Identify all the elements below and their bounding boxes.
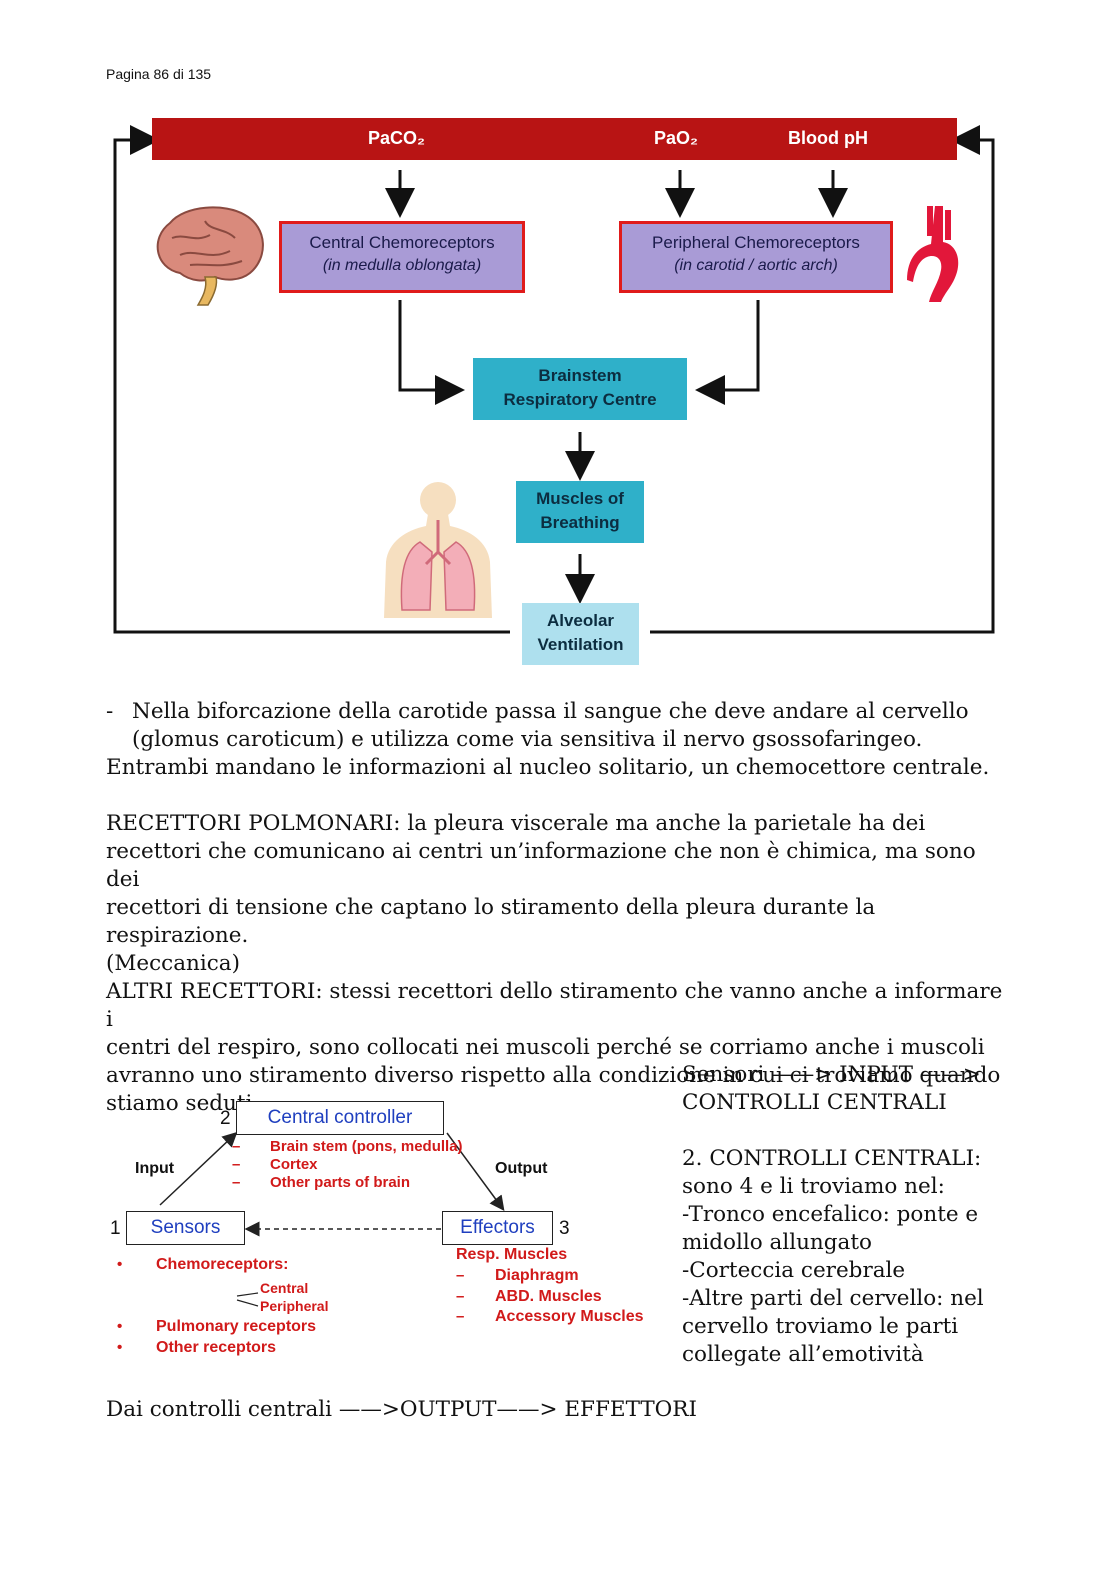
label-paco2: PaCO₂ [368, 128, 426, 148]
sensor-bullet-3: • [117, 1339, 123, 1356]
paragraph-output: Dai controlli centrali ——>OUTPUT——> EFFE… [106, 1397, 697, 1422]
bullet-dash: - [106, 699, 114, 724]
altri-line4: stiamo seduti. [106, 1091, 260, 1116]
paragraph-pulmonary-receptors: RECETTORI POLMONARI: la pleura viscerale… [106, 810, 1006, 1118]
carotid-line2: (glomus caroticum) e utilizza come via s… [132, 727, 923, 752]
arrow-peripheral-to-brainstem [695, 300, 760, 405]
brainstem-line1: Brainstem [538, 366, 622, 385]
cc-item-brainstem: Brain stem (pons, medulla) [270, 1138, 463, 1155]
chemo-peripheral-line [236, 1299, 259, 1307]
feedback-loop-right [650, 125, 995, 634]
effector-diaphragm: Diaphragm [495, 1267, 579, 1284]
alveolar-line1: Alveolar [546, 611, 615, 630]
paragraph-carotid: Nella biforcazione della carotide passa … [132, 698, 1012, 754]
effectors-box: Effectors [442, 1211, 553, 1245]
peripheral-chemo-title: Peripheral Chemoreceptors [652, 233, 860, 252]
alveolar-ventilation-box: Alveolar Ventilation [522, 603, 639, 665]
right-line8: -Altre parti del cervello: nel [682, 1286, 984, 1311]
brainstem-respiratory-centre-box: Brainstem Respiratory Centre [473, 358, 687, 420]
effector-resp-muscles: Resp. Muscles [456, 1246, 568, 1263]
number-1: 1 [110, 1218, 121, 1239]
cc-item-other: Other parts of brain [270, 1174, 411, 1191]
alveolar-line2: Ventilation [537, 635, 624, 654]
right-line10: collegate all’emotività [682, 1342, 924, 1367]
peripheral-chemo-sub: (in carotid / aortic arch) [674, 257, 838, 274]
muscles-of-breathing-box: Muscles of Breathing [516, 481, 644, 543]
altri-line3: avranno uno stiramento diverso rispetto … [106, 1063, 1001, 1088]
altri-line1: ALTRI RECETTORI: stessi recettori dello … [106, 979, 1003, 1032]
cc-dash-2: – [232, 1156, 241, 1173]
label-pao2: PaO₂ [654, 128, 699, 148]
label-blood-ph: Blood pH [788, 128, 868, 148]
right-line9: cervello troviamo le parti [682, 1314, 959, 1339]
sensor-chemoreceptors: Chemoreceptors: [156, 1256, 289, 1273]
output-arrow [446, 1132, 505, 1212]
central-chemo-sub: (in medulla oblongata) [322, 257, 482, 274]
sensor-bullet-2: • [117, 1318, 123, 1335]
right-line4: sono 4 e li troviamo nel: [682, 1174, 945, 1199]
lungs-icon [384, 482, 492, 618]
altri-line2: centri del respiro, sono collocati nei m… [106, 1035, 985, 1060]
brainstem-line2: Respiratory Centre [503, 390, 657, 409]
aortic-arch-icon [907, 206, 959, 302]
polmonari-line3: recettori di tensione che captano lo sti… [106, 895, 876, 948]
right-line6: midollo allungato [682, 1230, 872, 1255]
brain-icon [156, 206, 264, 306]
peripheral-chemoreceptors-box: Peripheral Chemoreceptors (in carotid / … [619, 221, 893, 293]
right-line1: Sensori ——> INPUT ——> [682, 1062, 981, 1087]
central-controller-box: Central controller [236, 1101, 444, 1135]
number-2: 2 [220, 1108, 231, 1129]
effector-accessory: Accessory Muscles [495, 1308, 644, 1325]
polmonari-line4: (Meccanica) [106, 951, 240, 976]
sensor-bullet-1: • [117, 1256, 123, 1273]
central-chemo-title: Central Chemoreceptors [309, 233, 495, 252]
chemo-central: Central [260, 1280, 309, 1296]
sensors-box: Sensors [126, 1211, 245, 1245]
central-chemoreceptors-box: Central Chemoreceptors (in medulla oblon… [279, 221, 525, 293]
page-number: Pagina 86 di 135 [106, 66, 212, 82]
polmonari-line1: RECETTORI POLMONARI: la pleura viscerale… [106, 811, 926, 836]
sensor-other: Other receptors [156, 1339, 277, 1356]
right-column-text: Sensori ——> INPUT ——> CONTROLLI CENTRALI… [682, 1061, 1012, 1369]
chemo-peripheral: Peripheral [260, 1298, 329, 1314]
diagram1-connectors [113, 125, 995, 634]
paragraph-solitary: Entrambi mandano le informazioni al nucl… [106, 755, 990, 780]
diagram2-connectors [159, 1131, 505, 1307]
cc-dash-3: – [232, 1174, 241, 1191]
right-line2: CONTROLLI CENTRALI [682, 1090, 947, 1115]
cc-item-cortex: Cortex [270, 1156, 318, 1173]
blood-gas-bar: PaCO₂ PaO₂ Blood pH [152, 118, 957, 160]
right-line7: -Corteccia cerebrale [682, 1258, 906, 1283]
input-arrow [159, 1131, 238, 1206]
muscles-line1: Muscles of [536, 489, 624, 508]
right-line5: -Tronco encefalico: ponte e [682, 1202, 979, 1227]
cc-dash-1: – [232, 1138, 241, 1155]
arrow-central-to-brainstem [398, 300, 465, 405]
right-line3: 2. CONTROLLI CENTRALI: [682, 1146, 982, 1171]
number-3: 3 [559, 1218, 570, 1239]
output-label: Output [495, 1160, 548, 1177]
effector-dash-1: – [456, 1267, 465, 1284]
muscles-line2: Breathing [540, 513, 620, 532]
carotid-line1: Nella biforcazione della carotide passa … [132, 699, 969, 724]
effector-abd: ABD. Muscles [495, 1288, 602, 1305]
chemo-central-line [236, 1292, 259, 1297]
effector-dash-2: – [456, 1288, 465, 1305]
sensor-pulmonary: Pulmonary receptors [156, 1318, 317, 1335]
input-label: Input [135, 1160, 175, 1177]
effector-dash-3: – [456, 1308, 465, 1325]
polmonari-line2: recettori che comunicano ai centri un’in… [106, 839, 976, 892]
feedback-loop-left [113, 125, 510, 634]
